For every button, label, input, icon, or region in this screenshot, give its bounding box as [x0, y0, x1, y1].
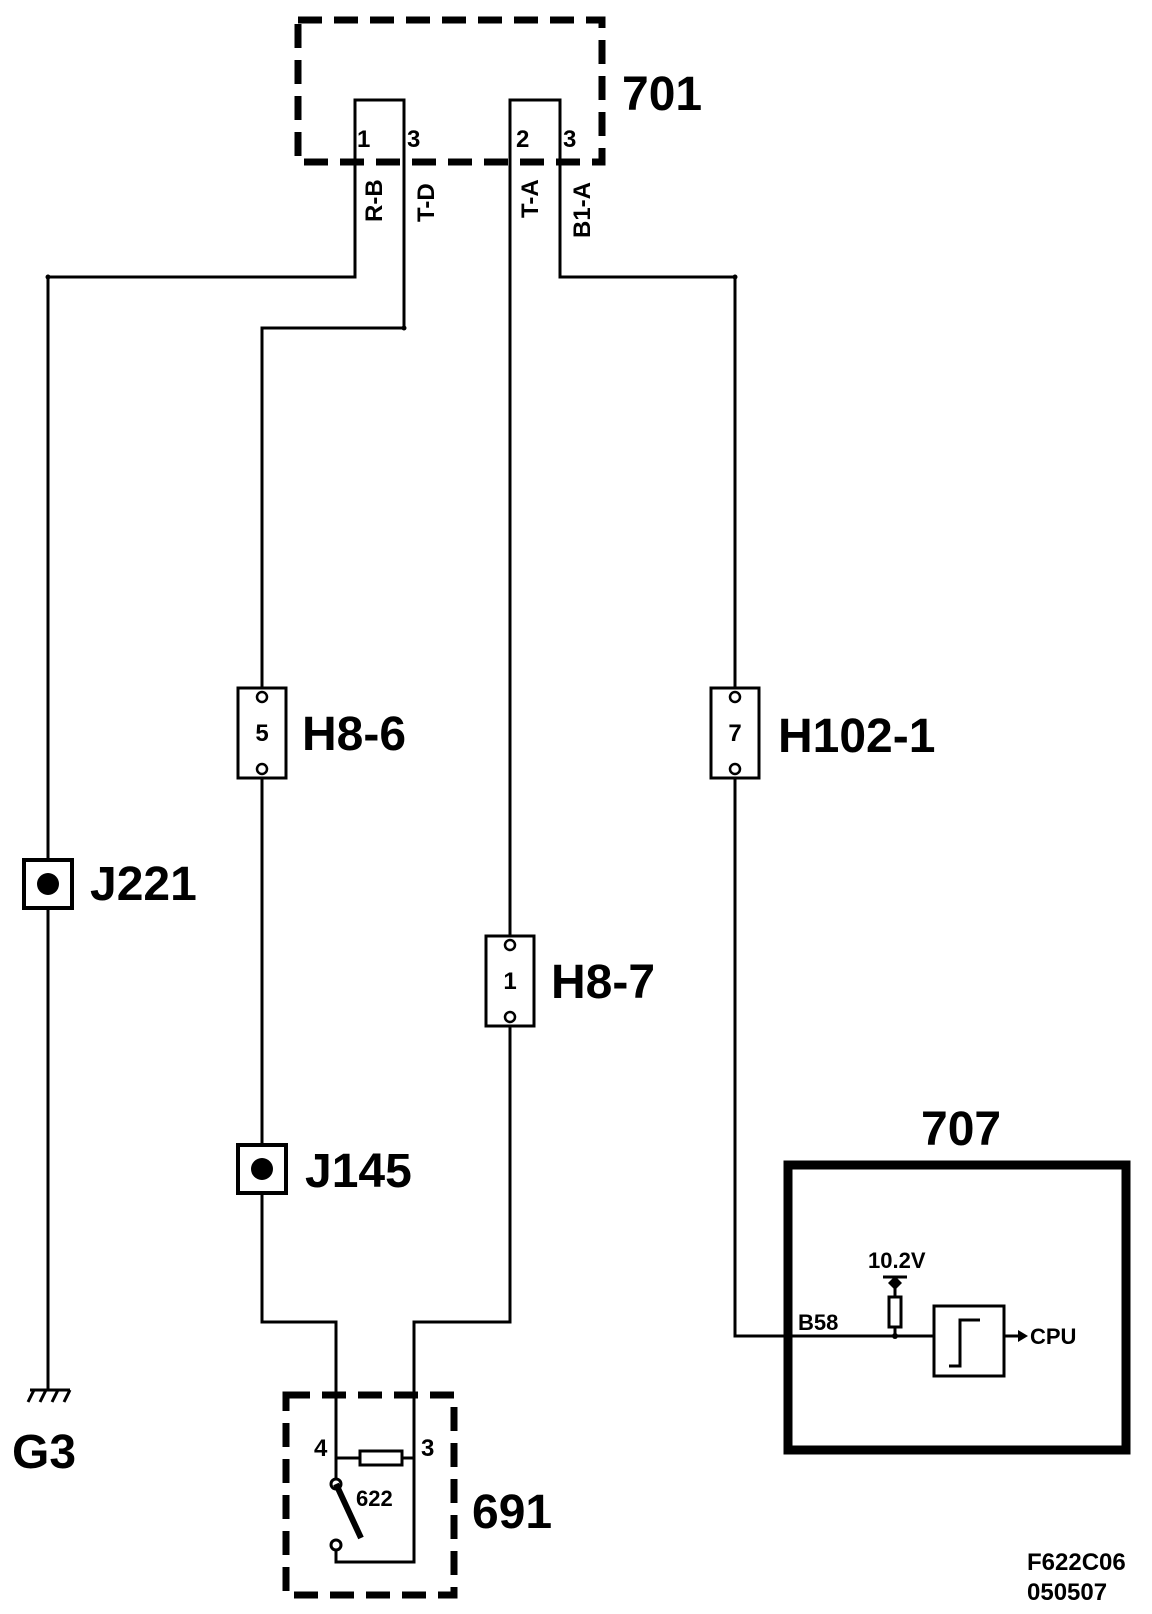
switch-622-label: 622 — [356, 1486, 393, 1511]
connector-h8-6: 5 H8-6 — [236, 686, 406, 780]
connector-h8-7-label: H8-7 — [551, 956, 655, 1009]
splice-j145: J145 — [236, 1143, 412, 1198]
wire-color-r-b: R-B — [361, 179, 388, 222]
pin-3-right-label: 3 — [563, 126, 576, 153]
ecu-pin-b58-label: B58 — [798, 1310, 838, 1335]
wire-t-d — [260, 162, 407, 1395]
module-701: 701 — [294, 16, 702, 166]
connector-h8-7: 1 H8-7 — [484, 934, 655, 1028]
splice-j221-label: J221 — [90, 858, 197, 911]
connector-h102-1-label: H102-1 — [778, 710, 935, 763]
switch-module-691: 4 3 622 691 — [282, 1391, 552, 1599]
switch-module-691-label: 691 — [472, 1486, 552, 1539]
ecu-cpu-label: CPU — [1030, 1324, 1076, 1349]
ecu-707: 707 10.2V B58 CPU — [783, 1103, 1131, 1455]
ecu-707-label: 707 — [921, 1103, 1001, 1156]
wire-r-b — [45, 162, 357, 1390]
switch-pin-4-label: 4 — [314, 1435, 328, 1462]
figure-ref-line-2: 050507 — [1027, 1579, 1107, 1606]
connector-h8-6-pin: 5 — [255, 720, 268, 747]
figure-ref-line-1: F622C06 — [1027, 1549, 1126, 1576]
connector-h8-7-pin: 1 — [503, 968, 516, 995]
pin-2-label: 2 — [516, 126, 529, 153]
wire-t-a — [412, 162, 512, 1395]
pin-1-label: 1 — [357, 126, 370, 153]
wire-color-t-a: T-A — [517, 179, 544, 218]
ground-g3-label: G3 — [12, 1426, 76, 1479]
splice-j221: J221 — [22, 858, 197, 911]
module-701-label: 701 — [622, 68, 702, 121]
pin-3-left-label: 3 — [407, 126, 420, 153]
connector-h8-6-label: H8-6 — [302, 708, 406, 761]
switch-pin-3-label: 3 — [421, 1435, 434, 1462]
connector-h102-1-pin: 7 — [728, 720, 741, 747]
wire-color-b1-a: B1-A — [569, 182, 596, 238]
wire-color-t-d: T-D — [413, 183, 440, 222]
connector-h102-1: 7 H102-1 — [709, 686, 935, 780]
ground-g3: G3 — [12, 1388, 76, 1479]
splice-j145-label: J145 — [305, 1145, 412, 1198]
ecu-voltage-label: 10.2V — [868, 1248, 926, 1273]
